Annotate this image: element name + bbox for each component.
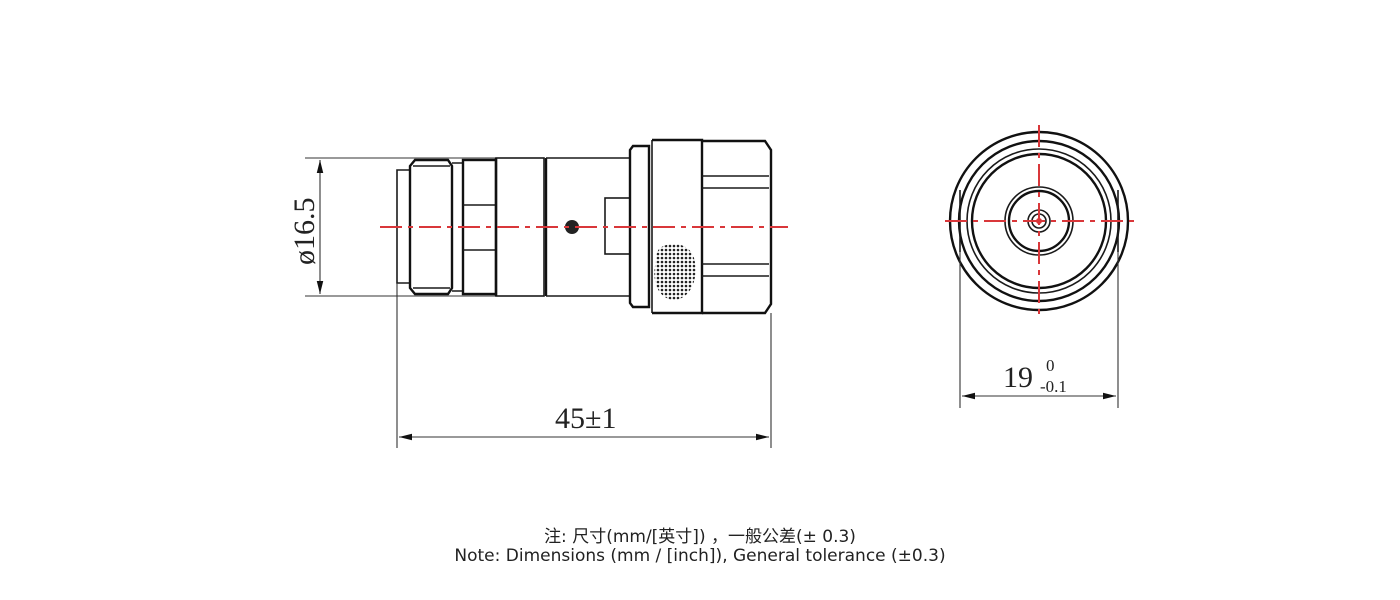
width-dimension-lower-tolerance: -0.1 [1040, 377, 1067, 396]
vent-screw-icon [565, 220, 579, 234]
length-dimension-label: 45±1 [555, 402, 616, 435]
front-view: 19 0 -0.1 [945, 125, 1138, 408]
diameter-dimension-label: ø16.5 [288, 198, 321, 266]
note-english: Note: Dimensions (mm / [inch]), General … [454, 546, 946, 566]
side-view: ø16.5 45±1 [288, 138, 788, 448]
width-dimension-main: 19 [1003, 361, 1033, 394]
note-chinese: 注: 尺寸(mm/[英寸]) ，一般公差(± 0.3) [544, 527, 856, 547]
width-dimension-upper-tolerance: 0 [1046, 356, 1055, 375]
knurl-grip-texture [654, 243, 696, 300]
